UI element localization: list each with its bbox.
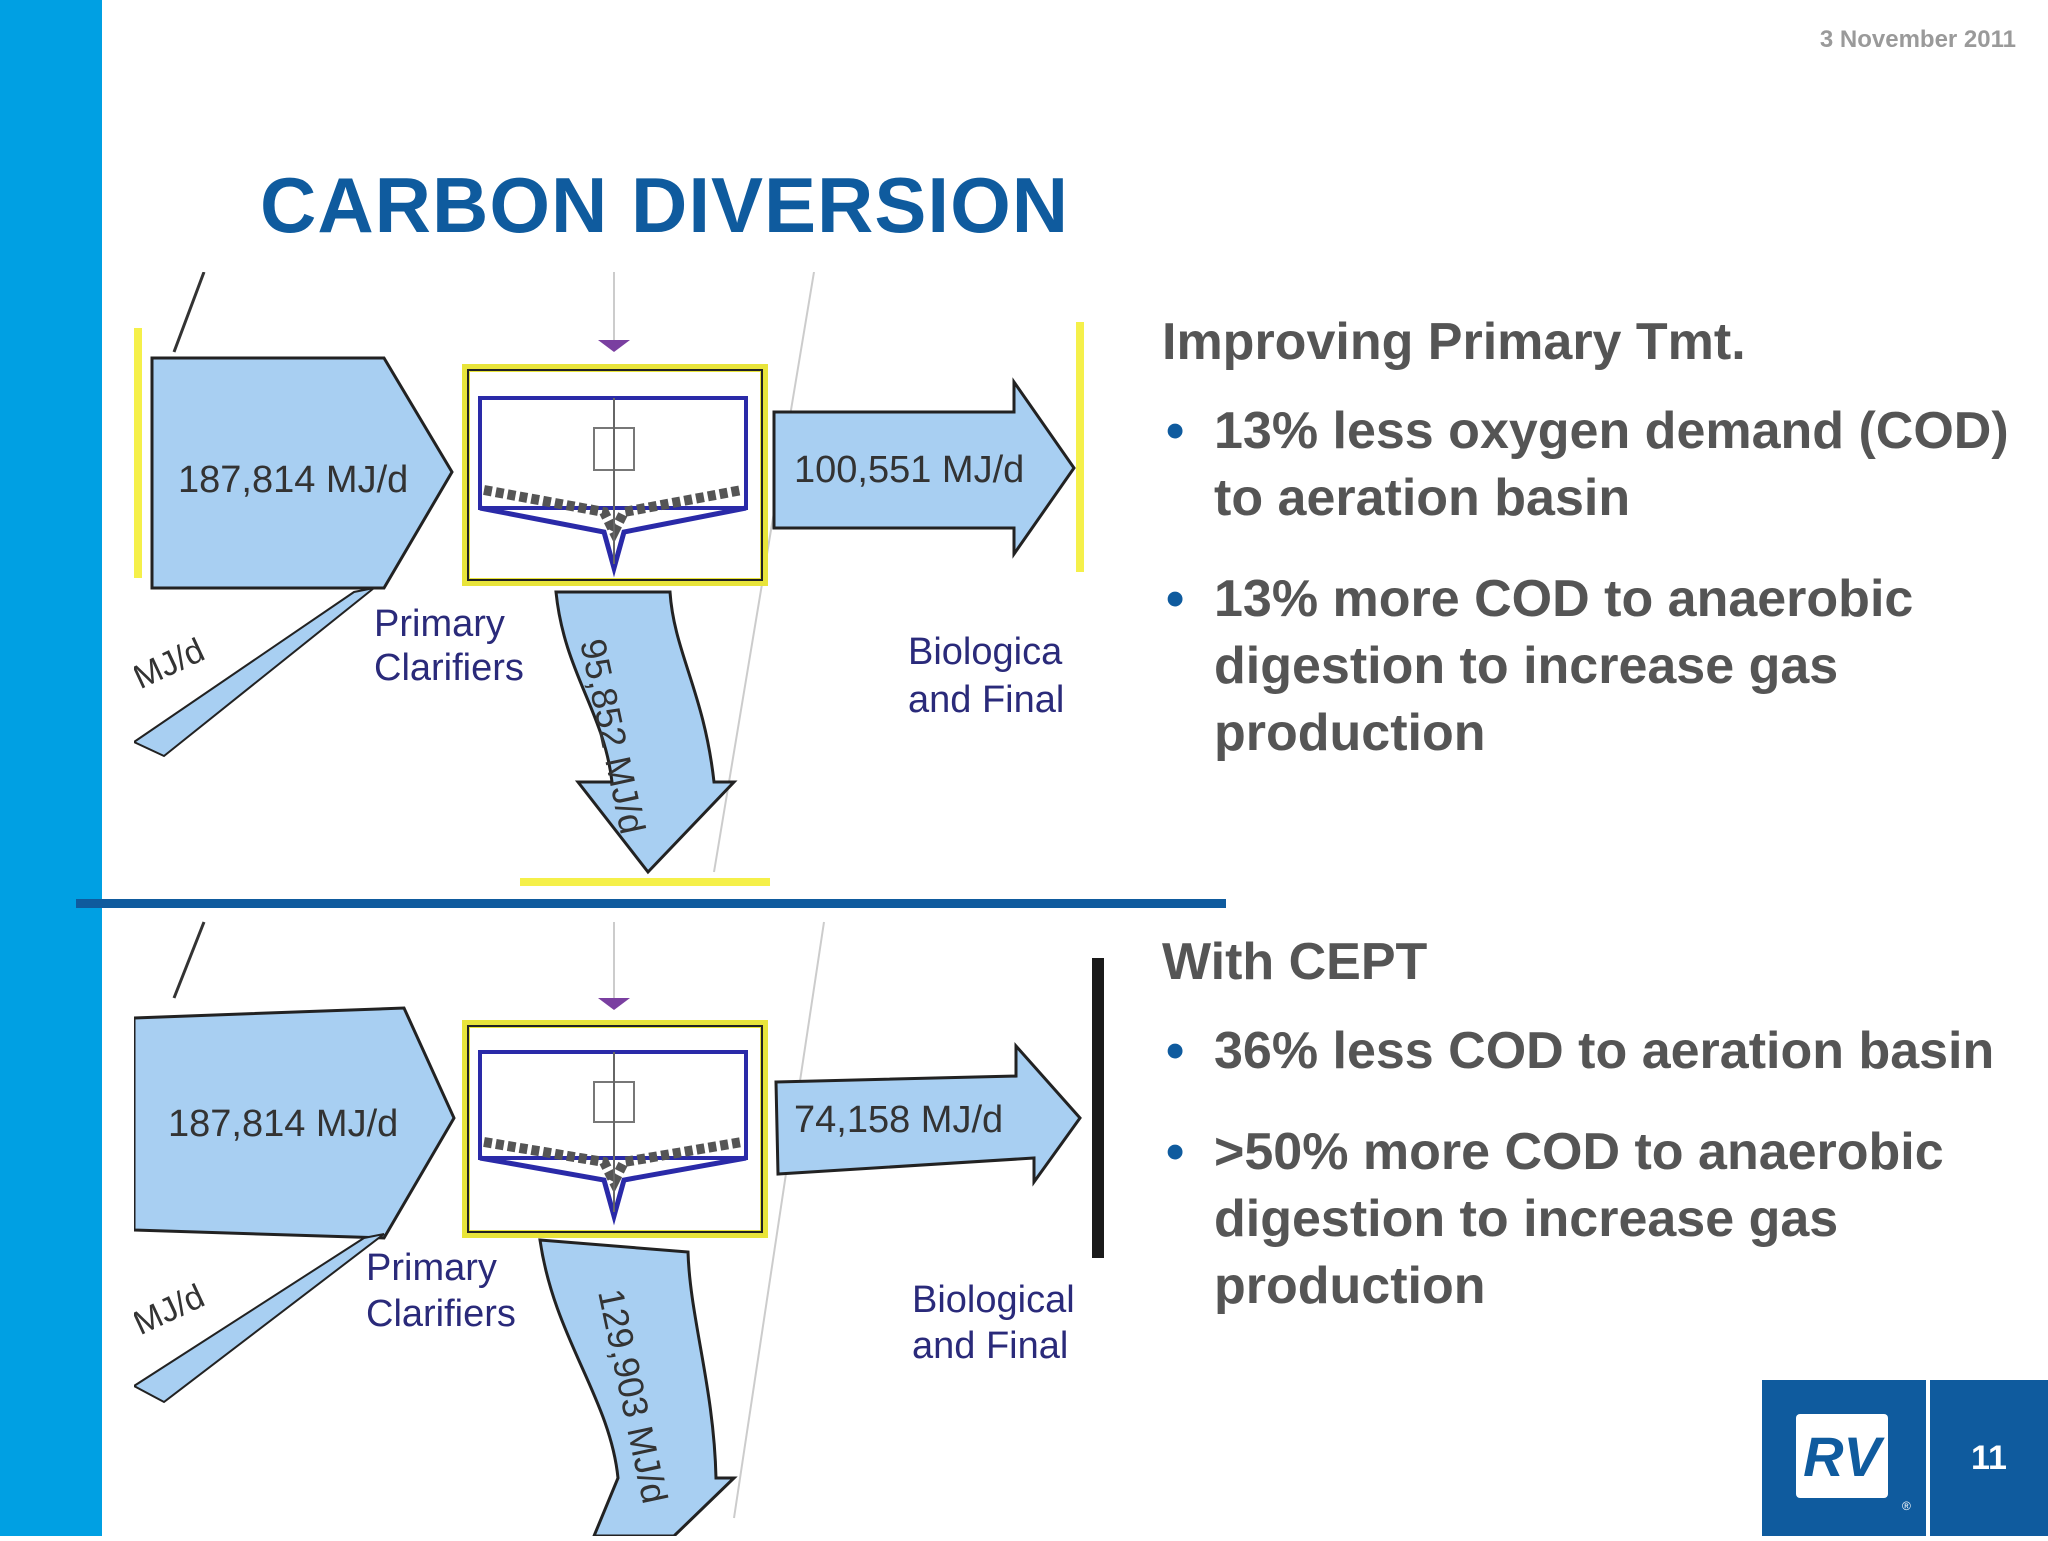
side-label: MJ/d [134, 1277, 210, 1343]
influent-label: 187,814 MJ/d [178, 459, 408, 501]
aeration-arrow [772, 377, 1076, 559]
clarifier-label-line1: Primary [374, 603, 505, 645]
section-heading: Improving Primary Tmt. [1162, 313, 1746, 371]
bio-label-line2: and Final [912, 1325, 1068, 1367]
slide-date: 3 November 2011 [1819, 26, 2016, 53]
left-accent-bar [0, 0, 102, 1536]
yellow-edge [134, 328, 142, 578]
section-divider [76, 899, 1226, 908]
bio-label-line1: Biological [912, 1279, 1075, 1321]
logo-tile [1796, 1414, 1888, 1498]
energy-flow-diagram-top: 187,814 MJ/d MJ/d 100,551 MJ/d 95,852 MJ… [134, 272, 1084, 886]
bio-label-line2: and Final [908, 679, 1064, 721]
digestion-arrow [554, 590, 738, 875]
digestion-arrow [538, 1238, 738, 1536]
clarifier-outline [467, 369, 763, 581]
bullet-text: >50% more COD to anaerobic digestion to … [1214, 1123, 1944, 1315]
bullet-icon: • [1166, 1022, 1185, 1080]
clarifier-label-line2: Clarifiers [366, 1293, 516, 1335]
yellow-edge [1076, 322, 1084, 572]
aeration-arrow [774, 1042, 1082, 1187]
biological-box-edge [1092, 958, 1104, 1258]
logo-registered: ® [1902, 1499, 1911, 1513]
clarifier-hopper [479, 505, 747, 578]
influent-label: 187,814 MJ/d [168, 1103, 398, 1145]
bullet-icon: • [1166, 570, 1185, 628]
bullet-text: 36% less COD to aeration basin [1214, 1022, 1995, 1080]
clarifier-hopper [479, 1155, 747, 1226]
slide-title: CARBON DIVERSION [260, 161, 1070, 249]
bullet-text: 13% less oxygen demand (COD) to aeration… [1214, 402, 2009, 527]
energy-flow-diagram-bottom: 187,814 MJ/d MJ/d 74,158 MJ/d 129,903 MJ… [134, 921, 1104, 1536]
side-stream-arrow [134, 587, 375, 758]
diagram-line [172, 921, 206, 999]
inflow-marker [598, 340, 630, 352]
section-improving-primary: Improving Primary Tmt. • 13% less oxygen … [1162, 310, 2042, 801]
diagram-line [733, 921, 825, 1519]
diagram-line [172, 272, 206, 353]
bullet-item: • >50% more COD to anaerobic digestion to… [1162, 1119, 2042, 1320]
bullet-item: • 36% less COD to aeration basin [1162, 1018, 2042, 1085]
section-with-cept: With CEPT • 36% less COD to aeration basi… [1162, 930, 2042, 1354]
bio-label-line1: Biologica [908, 631, 1063, 673]
clarifier-label-line2: Clarifiers [374, 647, 524, 689]
section-heading: With CEPT [1162, 933, 1428, 991]
side-stream-arrow [134, 1233, 385, 1404]
bullet-icon: • [1166, 402, 1185, 460]
influent-arrow [134, 1006, 456, 1240]
inflow-marker [598, 998, 630, 1010]
bullet-text: 13% more COD to anaerobic digestion to i… [1214, 570, 1914, 762]
company-logo: RV ® [1762, 1380, 1926, 1536]
rv-logo-icon: RV ® [1796, 1414, 1911, 1513]
bullet-icon: • [1166, 1123, 1185, 1181]
yellow-edge [520, 878, 770, 886]
influent-arrow [150, 356, 454, 590]
bullet-list: • 36% less COD to aeration basin • >50% mo… [1162, 1018, 2042, 1320]
clarifier-label-line1: Primary [366, 1247, 497, 1289]
clarifier-outline [467, 1025, 763, 1233]
page-number: 11 [1930, 1380, 2048, 1536]
bullet-item: • 13% less oxygen demand (COD) to aeratio… [1162, 398, 2042, 532]
bullet-list: • 13% less oxygen demand (COD) to aeratio… [1162, 398, 2042, 767]
logo-text: RV [1803, 1425, 1885, 1488]
aeration-label: 100,551 MJ/d [794, 449, 1024, 491]
bullet-item: • 13% more COD to anaerobic digestion to … [1162, 566, 2042, 767]
aeration-label: 74,158 MJ/d [794, 1099, 1003, 1141]
side-label: MJ/d [134, 631, 210, 697]
